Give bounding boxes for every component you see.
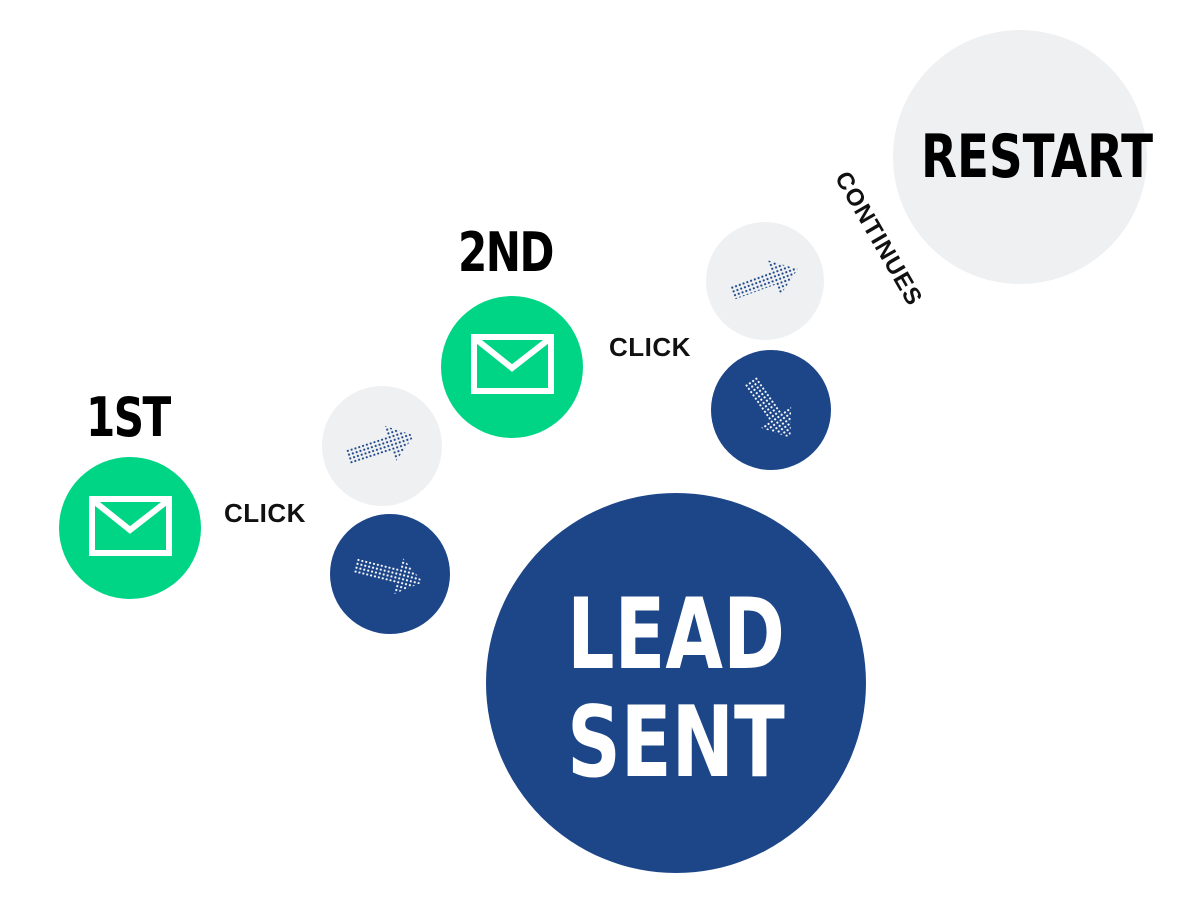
dotted-arrow-up-right-icon bbox=[345, 425, 415, 464]
restart-node: RESTART bbox=[893, 30, 1154, 284]
envelope-icon bbox=[471, 334, 554, 394]
dotted-arrow-up-right-icon bbox=[729, 260, 798, 300]
arrow-node-upper-right bbox=[706, 222, 824, 340]
dotted-arrow-right-icon bbox=[353, 557, 423, 595]
dotted-arrow-down-right-icon bbox=[744, 376, 792, 438]
click-label-second: CLICK bbox=[609, 332, 691, 362]
second-email-node bbox=[441, 296, 583, 438]
arrow-node-down-right bbox=[711, 350, 831, 470]
lead-sent-node: LEAD SENT bbox=[486, 493, 866, 873]
arrow-node-lower-navy bbox=[330, 514, 450, 634]
click-label-first: CLICK bbox=[224, 498, 306, 528]
lead-sent-line2: SENT bbox=[567, 686, 785, 800]
lead-sent-line1: LEAD bbox=[567, 578, 785, 692]
arrow-node-middle-light bbox=[322, 386, 442, 506]
envelope-icon bbox=[89, 496, 172, 556]
first-email-node bbox=[59, 457, 201, 599]
step-label-first: 1ST bbox=[86, 386, 171, 449]
step-label-second: 2ND bbox=[458, 221, 554, 284]
restart-label: RESTART bbox=[920, 122, 1154, 192]
